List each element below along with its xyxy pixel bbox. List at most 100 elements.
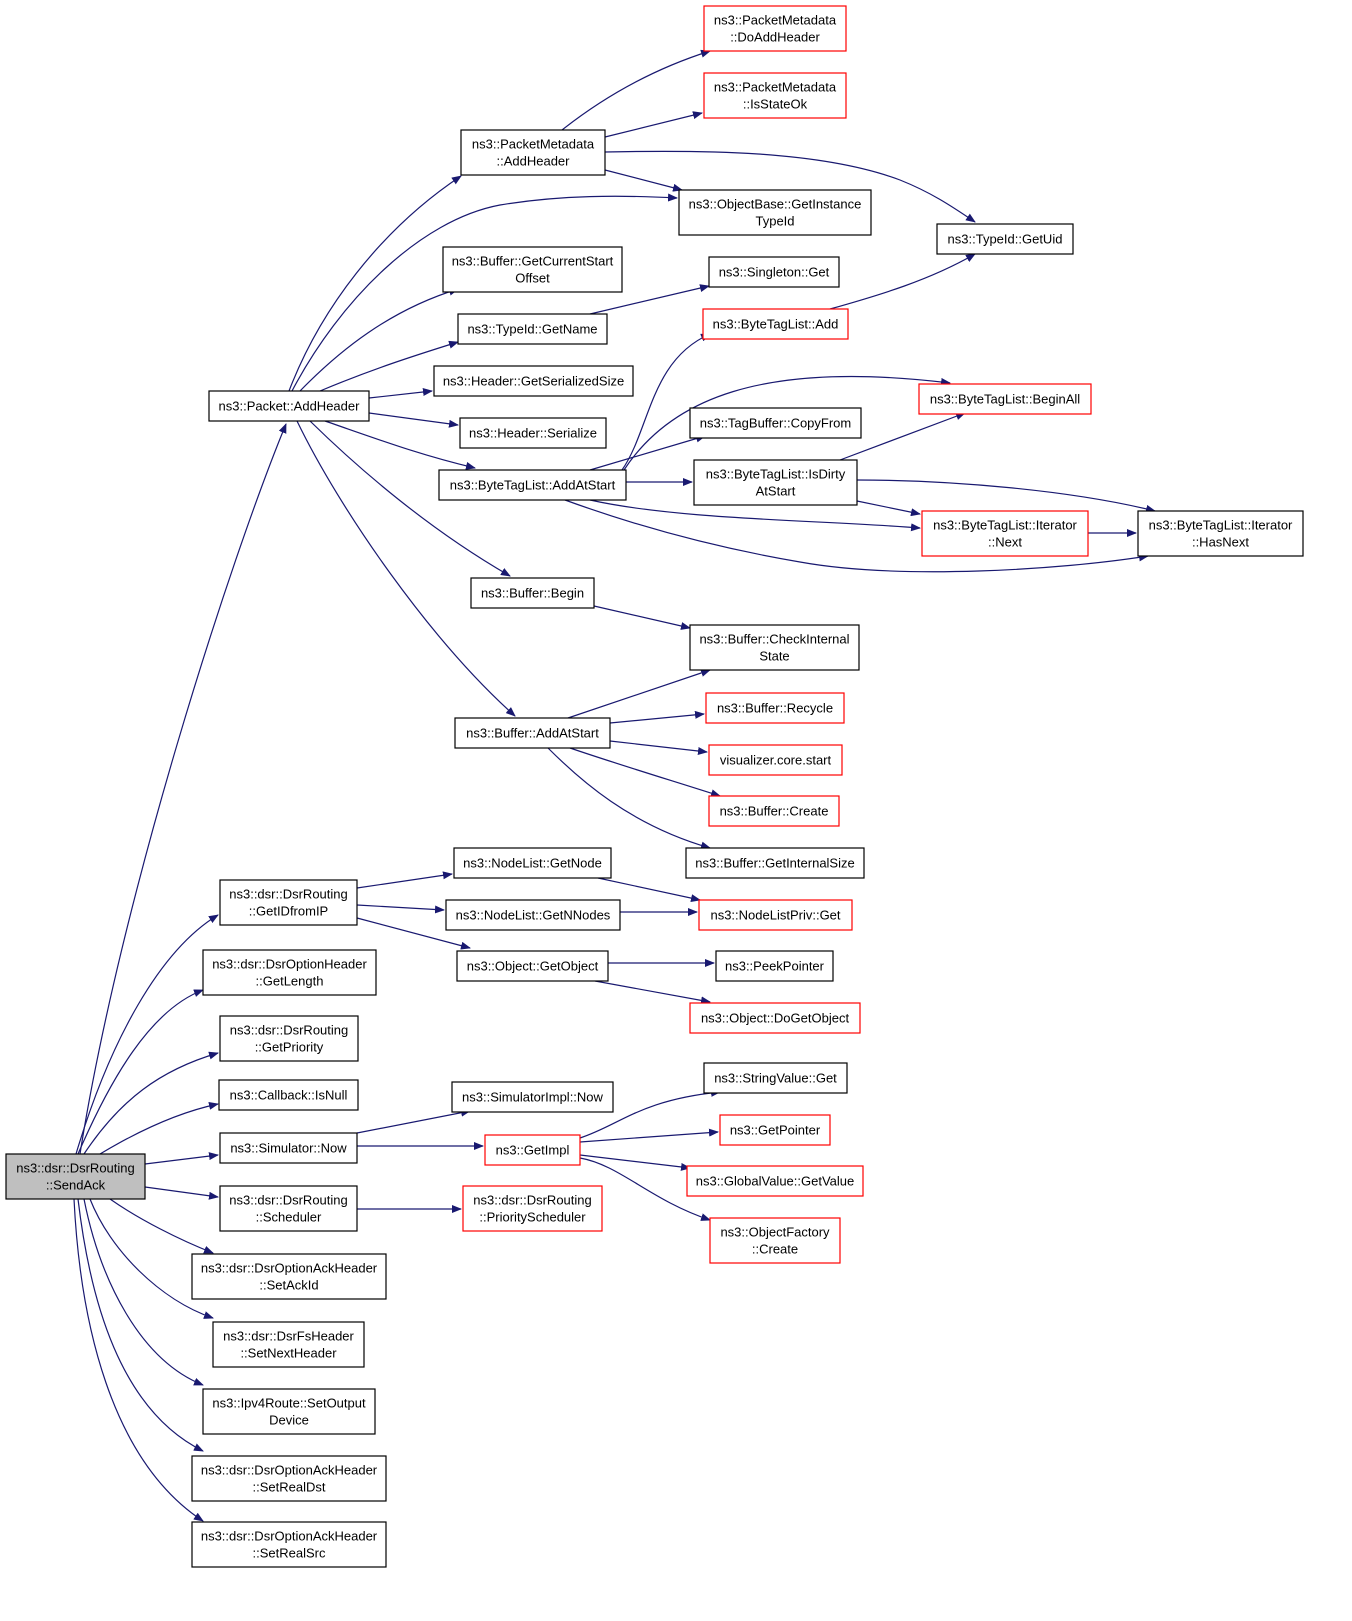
node-box[interactable]: [921, 510, 1089, 557]
node-box[interactable]: [689, 1002, 861, 1034]
node-box[interactable]: [689, 407, 862, 439]
function-node-n16[interactable]: ns3::Header::GetSerializedSize: [433, 365, 634, 397]
function-node-n8[interactable]: ns3::dsr::DsrOptionAckHeader::SetAckId: [191, 1253, 387, 1300]
node-box[interactable]: [702, 308, 849, 340]
function-node-n43[interactable]: ns3::SimulatorImpl::Now: [451, 1081, 614, 1113]
function-node-n15[interactable]: ns3::TypeId::GetName: [457, 313, 608, 345]
node-box[interactable]: [936, 223, 1074, 255]
function-node-n3[interactable]: ns3::dsr::DsrOptionHeader::GetLength: [202, 949, 377, 996]
node-box[interactable]: [698, 899, 853, 931]
node-box[interactable]: [219, 879, 358, 926]
function-node-n39[interactable]: ns3::Object::GetObject: [456, 950, 609, 982]
node-box[interactable]: [454, 717, 611, 749]
node-box[interactable]: [719, 1114, 831, 1146]
node-box[interactable]: [456, 950, 609, 982]
node-box[interactable]: [705, 692, 845, 724]
node-box[interactable]: [453, 847, 612, 879]
function-node-n5[interactable]: ns3::Callback::IsNull: [218, 1079, 359, 1111]
node-box[interactable]: [709, 1217, 841, 1264]
node-box[interactable]: [218, 1079, 359, 1111]
node-box[interactable]: [715, 950, 834, 982]
function-node-n42[interactable]: ns3::Object::DoGetObject: [689, 1002, 861, 1034]
function-node-n20[interactable]: ns3::Buffer::AddAtStart: [454, 717, 611, 749]
node-box[interactable]: [470, 577, 595, 609]
node-box[interactable]: [484, 1134, 581, 1166]
function-node-n49[interactable]: ns3::ObjectFactory::Create: [709, 1217, 841, 1264]
function-node-n2[interactable]: ns3::dsr::DsrRouting::GetIDfromIP: [219, 879, 358, 926]
function-node-n12[interactable]: ns3::dsr::DsrOptionAckHeader::SetRealSrc: [191, 1521, 387, 1568]
function-node-n6[interactable]: ns3::Simulator::Now: [219, 1132, 358, 1164]
node-box[interactable]: [202, 949, 377, 996]
function-node-n28[interactable]: ns3::TagBuffer::CopyFrom: [689, 407, 862, 439]
node-box[interactable]: [686, 1165, 864, 1197]
node-box[interactable]: [202, 1388, 376, 1435]
function-node-n37[interactable]: ns3::NodeList::GetNode: [453, 847, 612, 879]
function-node-n36[interactable]: ns3::Buffer::GetInternalSize: [685, 847, 865, 879]
function-node-n46[interactable]: ns3::StringValue::Get: [703, 1062, 848, 1094]
function-node-n38[interactable]: ns3::NodeList::GetNNodes: [445, 899, 621, 931]
function-node-n30[interactable]: ns3::ByteTagList::Iterator::Next: [921, 510, 1089, 557]
function-node-n27[interactable]: ns3::ByteTagList::BeginAll: [918, 383, 1092, 415]
node-box[interactable]: [219, 1015, 359, 1062]
function-node-n4[interactable]: ns3::dsr::DsrRouting::GetPriority: [219, 1015, 359, 1062]
node-box[interactable]: [460, 129, 606, 176]
function-node-n21[interactable]: ns3::PacketMetadata::DoAddHeader: [703, 5, 847, 52]
node-box[interactable]: [459, 417, 607, 449]
node-box[interactable]: [703, 5, 847, 52]
function-node-n45[interactable]: ns3::dsr::DsrRouting::PriorityScheduler: [462, 1185, 603, 1232]
function-node-n17[interactable]: ns3::Header::Serialize: [459, 417, 607, 449]
function-node-n9[interactable]: ns3::dsr::DsrFsHeader::SetNextHeader: [212, 1321, 365, 1368]
function-node-n1[interactable]: ns3::Packet::AddHeader: [208, 390, 370, 422]
node-box[interactable]: [1137, 510, 1304, 557]
node-box[interactable]: [685, 847, 865, 879]
function-node-n25[interactable]: ns3::Singleton::Get: [708, 256, 840, 288]
function-node-n40[interactable]: ns3::NodeListPriv::Get: [698, 899, 853, 931]
node-box[interactable]: [693, 459, 858, 506]
node-box[interactable]: [918, 383, 1092, 415]
node-box[interactable]: [451, 1081, 614, 1113]
function-node-n48[interactable]: ns3::GlobalValue::GetValue: [686, 1165, 864, 1197]
node-box[interactable]: [703, 1062, 848, 1094]
function-node-n13[interactable]: ns3::PacketMetadata::AddHeader: [460, 129, 606, 176]
function-node-n47[interactable]: ns3::GetPointer: [719, 1114, 831, 1146]
node-box[interactable]: [708, 744, 843, 776]
node-box[interactable]: [442, 246, 623, 293]
node-box[interactable]: [438, 469, 627, 501]
function-node-n24[interactable]: ns3::TypeId::GetUid: [936, 223, 1074, 255]
node-box[interactable]: [678, 189, 872, 236]
node-box[interactable]: [708, 256, 840, 288]
node-box[interactable]: [457, 313, 608, 345]
node-box[interactable]: [703, 72, 847, 119]
function-node-n35[interactable]: ns3::Buffer::Create: [708, 795, 840, 827]
node-box[interactable]: [191, 1521, 387, 1568]
node-box[interactable]: [433, 365, 634, 397]
function-node-n0[interactable]: ns3::dsr::DsrRouting::SendAck: [5, 1153, 146, 1200]
node-box[interactable]: [191, 1455, 387, 1502]
function-node-n31[interactable]: ns3::ByteTagList::Iterator::HasNext: [1137, 510, 1304, 557]
node-box[interactable]: [219, 1132, 358, 1164]
function-node-n41[interactable]: ns3::PeekPointer: [715, 950, 834, 982]
node-box[interactable]: [462, 1185, 603, 1232]
node-box[interactable]: [208, 390, 370, 422]
node-box[interactable]: [445, 899, 621, 931]
function-node-n44[interactable]: ns3::GetImpl: [484, 1134, 581, 1166]
node-box[interactable]: [5, 1153, 146, 1200]
function-node-n7[interactable]: ns3::dsr::DsrRouting::Scheduler: [219, 1185, 358, 1232]
function-node-n19[interactable]: ns3::Buffer::Begin: [470, 577, 595, 609]
node-box[interactable]: [708, 795, 840, 827]
function-node-n22[interactable]: ns3::PacketMetadata::IsStateOk: [703, 72, 847, 119]
node-box[interactable]: [689, 624, 860, 671]
function-node-n26[interactable]: ns3::ByteTagList::Add: [702, 308, 849, 340]
node-box[interactable]: [212, 1321, 365, 1368]
function-node-n34[interactable]: visualizer.core.start: [708, 744, 843, 776]
node-box[interactable]: [191, 1253, 387, 1300]
node-box[interactable]: [219, 1185, 358, 1232]
function-node-n11[interactable]: ns3::dsr::DsrOptionAckHeader::SetRealDst: [191, 1455, 387, 1502]
function-node-n18[interactable]: ns3::ByteTagList::AddAtStart: [438, 469, 627, 501]
function-node-n33[interactable]: ns3::Buffer::Recycle: [705, 692, 845, 724]
